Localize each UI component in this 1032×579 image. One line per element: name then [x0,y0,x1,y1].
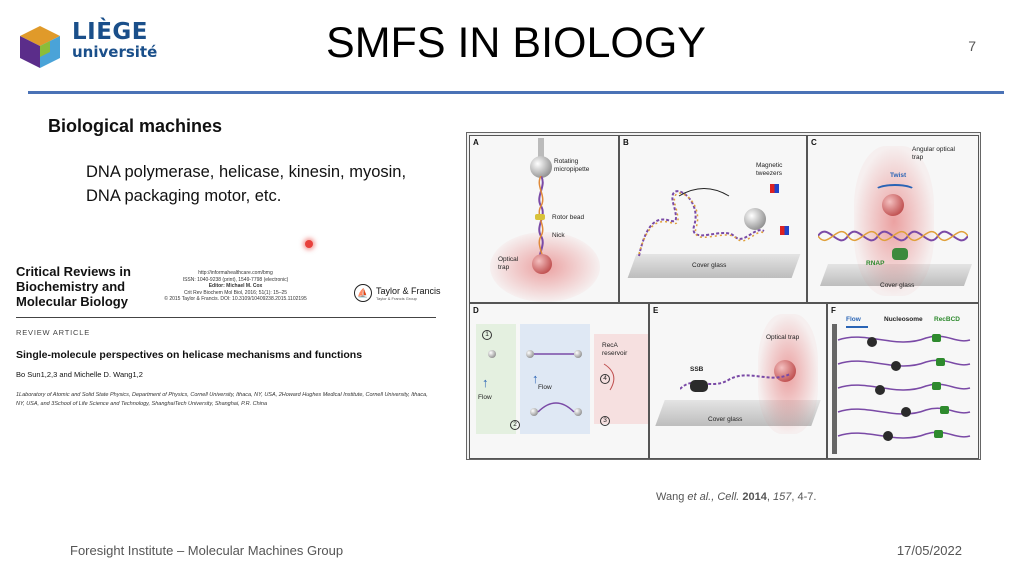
label-flow: Flow [538,384,552,391]
footer-date: 17/05/2022 [896,543,962,558]
paper-divider [16,317,436,318]
label-rnap: RNAP [866,260,885,267]
figure-citation: Wang et al., Cell. 2014, 157, 4-7. [656,491,817,503]
dna-tethers [534,353,615,413]
twist-arrow-icon [874,184,916,198]
trapped-bead [882,194,904,216]
magnet-bottom-icon [780,226,789,235]
dna-curtain [837,334,971,441]
label-flow: Flow [478,394,492,401]
citation-volume: 157 [769,491,792,503]
bead [526,350,534,358]
ssb-protein [690,380,708,392]
laser-pointer-dot [305,240,313,248]
logo-subtitle: université [72,43,158,61]
footer-organization: Foresight Institute – Molecular Machines… [70,543,344,558]
label-rotor-bead: Rotor bead [552,214,585,221]
flow-cell-wall [832,324,837,454]
journal-issn: ISSN: 1040-9238 (print), 1549-7798 (elec… [182,276,289,283]
uliege-cube-logo-icon [20,26,60,68]
angular-trap-shape [854,146,934,296]
label-recbcd: RecBCD [934,316,961,323]
section-heading: Biological machines [48,116,223,136]
citation-authors: Wang [656,491,685,503]
dna-strand [538,176,544,266]
publisher-name: Taylor & Francis [376,285,441,296]
label-step-3: 3 [600,416,610,426]
university-logo: LIÈGE université [14,19,158,76]
label-magnetic-tweezers: Magnetic tweezers [756,162,783,177]
bead [530,408,538,416]
slide-title: SMFS IN BIOLOGY [326,19,706,67]
panel-letter: F [831,306,836,315]
bead [574,350,582,358]
flow-arrow-icon: ↑ [482,375,489,390]
label-step-4: 4 [600,374,610,384]
dna-strand [818,230,968,242]
label-reca-reservoir: RecA reservoir [602,342,628,357]
citation-etal: et al., [684,491,715,503]
title-divider [28,91,1004,94]
label-optical-trap: Optical trap [498,256,519,271]
label-cover-glass: Cover glass [708,416,743,423]
bead [488,350,496,358]
article-title: Single-molecule perspectives on helicase… [16,349,363,361]
rotor-bead [535,214,545,220]
label-ssb: SSB [690,366,704,373]
publisher-group: Taylor & Francis Group [376,295,417,301]
smfs-figure: A Rotating micropipette Rotor bead Nick … [466,132,981,460]
article-affiliations: 1Laboratory of Atomic and Solid State Ph… [16,392,428,407]
label-flow: Flow [846,316,861,323]
panel-letter: C [811,138,817,147]
publisher-block: ⛵ Taylor & Francis Taylor & Francis Grou… [354,284,441,302]
figure-panel-e: E SSB Optical trap Cover glass [649,303,827,459]
enzyme-list: DNA polymerase, helicase, kinesin, myosi… [86,163,407,205]
figure-panel-d: D ↑ Flow ↑ Flow RecA reservoir 1 2 3 4 [469,303,649,459]
figure-panel-b: B Magnetic tweezers Cover glass [619,135,807,303]
logo-name: LIÈGE [72,19,149,45]
flow-arrow-icon [846,326,868,328]
journal-doi: © 2015 Taylor & Francis. DOI: 10.3109/10… [164,296,307,302]
label-nick: Nick [552,232,565,239]
bead [574,408,582,416]
label-cover-glass: Cover glass [880,282,915,289]
label-step-2: 2 [510,420,520,430]
label-angular-optical-trap: Angular optical trap [912,146,955,161]
micropipette [538,138,544,158]
citation-journal: Cell. [714,491,740,503]
label-twist: Twist [890,172,907,179]
journal-name: Critical Reviews in Biochemistry and Mol… [16,264,131,309]
rnap-enzyme [892,248,908,260]
dna-loops [638,188,765,257]
journal-meta: http://informahealthcare.com/bmg ISSN: 1… [148,270,323,303]
figure-panel-f: F Flow Nucleosome RecBCD [827,303,979,459]
journal-ref: Crit Rev Biochem Mol Biol, 2016; 51(1): … [183,289,288,296]
panel-letter: D [473,306,479,315]
panel-letter: A [473,138,479,147]
label-nucleosome: Nucleosome [884,316,923,323]
label-optical-trap: Optical trap [766,334,800,341]
panel-letter: E [653,306,659,315]
label-cover-glass: Cover glass [692,262,727,269]
journal-editor: Editor: Michael M. Cox [208,283,263,289]
figure-panel-a: A Rotating micropipette Rotor bead Nick … [469,135,619,303]
slide-number: 7 [968,38,976,54]
paper-excerpt: Critical Reviews in Biochemistry and Mol… [14,262,454,422]
publisher-logo-icon: ⛵ [354,284,372,302]
flow-arrow-icon: ↑ [532,371,539,386]
citation-year: 2014 [739,491,767,503]
journal-url: http://informahealthcare.com/bmg [198,270,273,276]
magnetic-bead [744,208,766,230]
trapped-bead [532,254,552,274]
flow-channel-left [476,324,516,434]
figure-panel-c: C Angular optical trap Twist RNAP Cover … [807,135,979,303]
magnet-top-icon [770,184,779,193]
rotating-bead [530,156,552,178]
label-rotating-micropipette: Rotating micropipette [554,158,590,173]
article-type: REVIEW ARTICLE [16,328,90,337]
label-step-1: 1 [482,330,492,340]
panel-letter: B [623,138,629,147]
article-authors: Bo Sun1,2,3 and Michelle D. Wang1,2 [16,370,143,379]
citation-pages: , 4-7. [791,491,817,503]
